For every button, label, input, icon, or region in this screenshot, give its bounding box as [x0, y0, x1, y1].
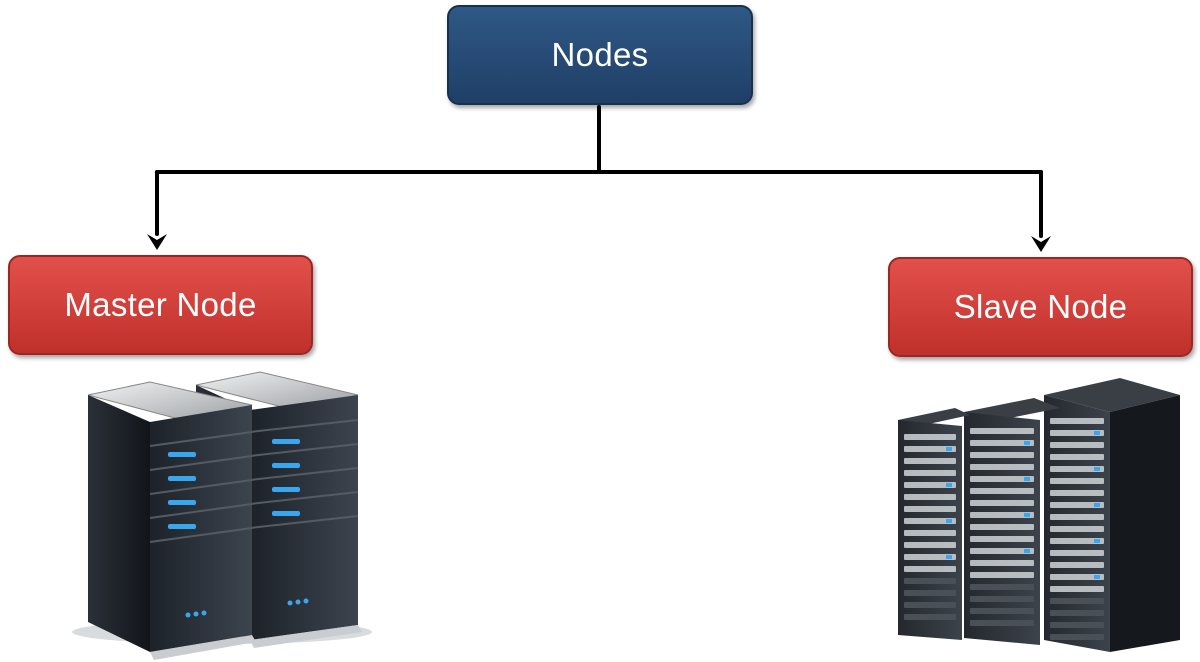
- rack-slot: [1050, 586, 1104, 592]
- rack-slot: [970, 488, 1034, 494]
- rack-slot-lines: [904, 418, 1104, 640]
- rack-slot: [904, 482, 956, 488]
- rack-slot: [1050, 598, 1104, 604]
- nodes-box: Nodes: [447, 5, 753, 105]
- rack-slot: [1050, 478, 1104, 484]
- rack-slot: [970, 584, 1034, 590]
- rack-slot: [1050, 550, 1104, 556]
- rack-slot: [1050, 466, 1104, 472]
- rack-slot: [904, 578, 956, 584]
- arrowhead-slave: [1031, 236, 1051, 252]
- rack-slot: [1050, 430, 1104, 436]
- rack-slot: [970, 572, 1034, 578]
- rack-slot: [970, 452, 1034, 458]
- rack-slot: [904, 614, 956, 620]
- arrowhead-master: [147, 234, 167, 250]
- rack-slot: [970, 608, 1034, 614]
- rack-led: [1094, 575, 1100, 579]
- rack-slot: [1050, 538, 1104, 544]
- rack-led: [946, 519, 952, 523]
- rack-slot: [904, 530, 956, 536]
- rack-led: [1024, 477, 1030, 481]
- rack-slot: [1050, 634, 1104, 640]
- rack-slot: [904, 602, 956, 608]
- rack-slot: [904, 554, 956, 560]
- rack-slot: [904, 494, 956, 500]
- rack-slot: [904, 446, 956, 452]
- nodes-label: Nodes: [551, 36, 649, 73]
- rack-slot: [1050, 442, 1104, 448]
- master-node-label: Master Node: [64, 286, 257, 323]
- rack-led: [1094, 431, 1100, 435]
- rack-slot: [970, 464, 1034, 470]
- rack-slot: [970, 620, 1034, 626]
- rack-led: [1094, 503, 1100, 507]
- rack-slot: [904, 434, 956, 440]
- rack-slot: [1050, 610, 1104, 616]
- rack-slot: [1050, 622, 1104, 628]
- rack-led: [1024, 441, 1030, 445]
- rack-slot: [1050, 502, 1104, 508]
- rack-led: [1024, 549, 1030, 553]
- slave-node-label: Slave Node: [953, 288, 1128, 325]
- rack-slot: [904, 518, 956, 524]
- rack-led: [946, 555, 952, 559]
- rack-slot: [1050, 418, 1104, 424]
- rack-slot: [1050, 562, 1104, 568]
- rack-slot: [904, 458, 956, 464]
- rack-slot: [970, 548, 1034, 554]
- rack-slot: [970, 524, 1034, 530]
- rack-slot: [970, 596, 1034, 602]
- rack-slot: [904, 590, 956, 596]
- rack-led: [1094, 539, 1100, 543]
- master-node-box: Master Node: [8, 255, 313, 355]
- rack-slot: [970, 440, 1034, 446]
- rack-slot: [904, 506, 956, 512]
- rack-slot: [970, 500, 1034, 506]
- rack-slot: [970, 428, 1034, 434]
- rack-led: [1024, 513, 1030, 517]
- rack-slot: [1050, 574, 1104, 580]
- tower-server-1: [87, 381, 256, 660]
- rack-led: [946, 447, 952, 451]
- rack-slot: [904, 566, 956, 572]
- rack-slot: [904, 542, 956, 548]
- rack-slot: [1050, 454, 1104, 460]
- rack-slot: [970, 536, 1034, 542]
- slave-node-box: Slave Node: [888, 257, 1193, 357]
- rack-slot: [970, 476, 1034, 482]
- rack-slot: [1050, 514, 1104, 520]
- rack-led: [1094, 467, 1100, 471]
- rack-slot: [970, 560, 1034, 566]
- rack-slot: [1050, 490, 1104, 496]
- rack-led: [946, 483, 952, 487]
- rack-slot: [1050, 526, 1104, 532]
- rack-slot: [970, 512, 1034, 518]
- rack-slot: [904, 470, 956, 476]
